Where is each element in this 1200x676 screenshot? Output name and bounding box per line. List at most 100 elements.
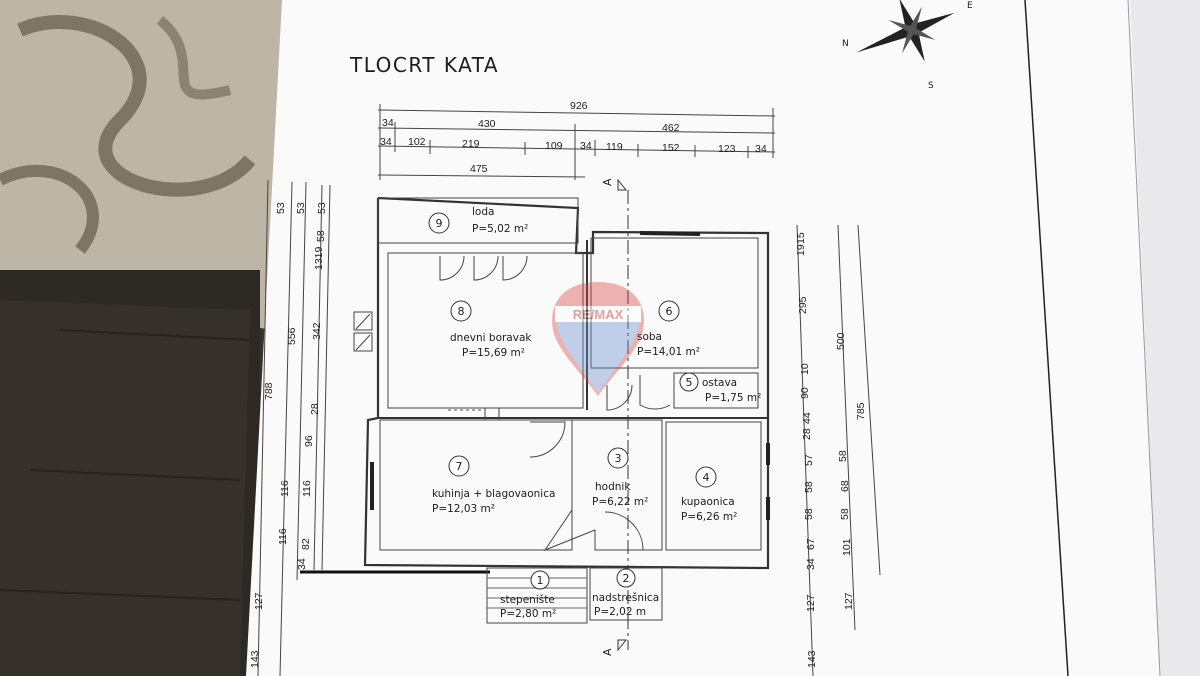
room-5-area: P=1,75 m² [705,392,761,404]
room-9-marker [428,212,450,234]
dim-top-430: 430 [478,118,496,130]
room-3-area: P=6,22 m² [592,496,648,508]
compass-rose-icon [856,0,955,62]
room-5-name: ostava [702,377,737,389]
dim-top-34c: 34 [580,140,592,152]
dim-right-58a: 58 [803,481,815,493]
dim-right-10: 10 [799,363,811,375]
dim-right-127b: 127 [843,592,855,610]
room-2-area: P=2,02 m [594,606,646,618]
dim-top-119: 119 [606,141,623,153]
room-4-number: 4 [703,471,710,484]
room-6-area: P=14,01 m² [637,346,700,358]
room-7-marker [448,455,470,477]
room-9-area: P=5,02 m² [472,223,528,235]
dim-left-116b: 116 [277,528,289,545]
dim-left-342: 342 [311,322,323,340]
dim-left-127: 127 [253,592,265,610]
section-mark-bottom: A [601,648,614,656]
room-9-name: loda [472,206,494,218]
dim-right-58d: 58 [839,508,851,520]
dim-left-53c: 53 [316,202,328,214]
dim-left-116a: 116 [279,480,291,497]
room-6-number: 6 [666,305,673,318]
dim-right-295: 295 [797,296,809,314]
dim-left-116c: 116 [301,480,313,497]
dim-left-1319: 1319 [313,246,325,270]
dim-right-58c: 58 [837,450,849,462]
remax-brand-text: RE/MAX [573,307,624,322]
dim-left-96: 96 [303,435,315,447]
room-2-marker [616,568,636,588]
dim-right-57: 57 [803,454,815,466]
room-7-area: P=12,03 m² [432,503,495,515]
room-markers [428,212,717,590]
dim-right-28: 28 [801,428,813,440]
dim-right-44: 44 [801,412,813,424]
dim-right-15: 15 [795,232,807,244]
dim-top-462: 462 [662,122,680,134]
building-walls [300,196,770,624]
dim-top-219: 219 [462,138,480,150]
dim-left-82: 82 [300,538,312,550]
dim-left-53a: 53 [275,202,287,214]
dim-right-67: 67 [805,538,817,550]
dim-top-102: 102 [408,136,426,148]
dimension-labels-right: 15 19 295 10 90 44 28 57 58 58 67 34 127… [795,232,867,668]
dim-left-53b: 53 [295,202,307,214]
dim-left-143: 143 [249,650,261,668]
room-5-number: 5 [686,376,693,389]
dim-right-143: 143 [806,650,818,668]
room-4-name: kupaonica [681,496,735,508]
dim-right-68: 68 [839,480,851,492]
room-8-area: P=15,69 m² [462,347,525,359]
dim-right-58b: 58 [803,508,815,520]
remax-watermark-logo: RE/MAX [552,282,644,396]
room-1-area: P=2,80 m² [500,608,556,620]
room-5-marker [679,372,699,392]
dim-right-90: 90 [799,387,811,399]
room-4-marker [695,466,717,488]
dim-top-34d: 34 [755,143,767,155]
dim-top-475: 475 [470,163,488,175]
room-2-name: nadstrešnica [592,592,659,604]
room-8-number: 8 [458,305,465,318]
room-3-name: hodnik [595,481,631,493]
dim-left-34: 34 [296,558,308,570]
room-1-name: stepenište [500,594,555,606]
room-1-number: 1 [537,574,544,587]
room-3-number: 3 [615,452,622,465]
dimension-lines-left [257,179,331,676]
room-2-number: 2 [623,572,630,585]
dim-right-34: 34 [805,558,817,570]
dim-top-109: 109 [545,140,563,152]
dim-top-926: 926 [570,100,588,112]
dim-top-123: 123 [718,143,736,155]
room-9-number: 9 [436,217,443,230]
section-mark-top: A [601,178,614,186]
room-3-marker [607,447,629,469]
dim-right-19: 19 [795,244,807,256]
dim-left-58: 58 [315,230,327,242]
dim-top-152: 152 [662,142,680,154]
plan-title: TLOCRT KATA [349,53,499,77]
dimension-lines-top [377,104,776,180]
dim-right-101: 101 [841,538,853,556]
room-8-marker [450,300,472,322]
dim-top-34b: 34 [380,136,392,148]
dim-left-556: 556 [286,327,298,345]
compass-north-label: N [842,39,849,49]
dim-left-28: 28 [309,403,321,415]
compass-south-label: S [928,81,934,91]
dimension-lines-right [796,224,881,676]
dim-top-34a: 34 [382,117,394,129]
dim-right-500: 500 [835,332,847,350]
room-6-marker [658,300,680,322]
room-1-marker [530,570,550,590]
compass-east-label: E [967,1,973,11]
dim-right-785: 785 [855,402,867,420]
dim-left-788: 788 [263,382,275,400]
room-4-area: P=6,26 m² [681,511,737,523]
room-6-name: soba [637,331,662,343]
